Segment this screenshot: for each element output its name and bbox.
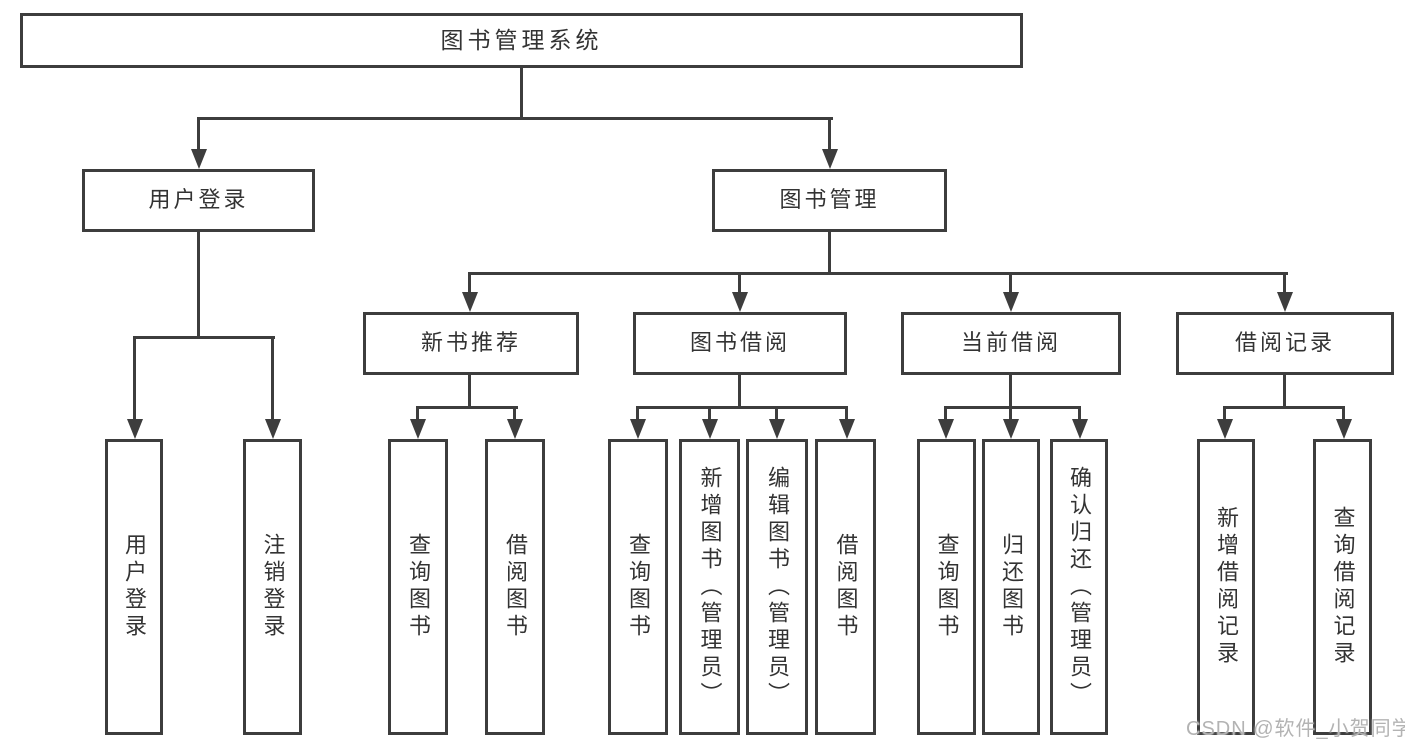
node-user-login: 用户登录 xyxy=(82,169,315,232)
arrow-down-icon xyxy=(127,419,143,439)
node-book-borrowing: 图书借阅 xyxy=(633,312,847,375)
arrow-down-icon xyxy=(822,149,838,169)
leaf-borrow-books-recommend: 借阅图书 xyxy=(485,439,545,735)
connector-line xyxy=(1078,406,1081,420)
leaf-add-books-admin-label: 新增图书（管理员） xyxy=(697,465,723,709)
arrow-down-icon xyxy=(1003,419,1019,439)
leaf-logout: 注销登录 xyxy=(243,439,302,735)
connector-line xyxy=(828,117,831,151)
leaf-add-borrow-record-label: 新增借阅记录 xyxy=(1214,506,1239,668)
connector-line xyxy=(828,232,831,275)
arrow-down-icon xyxy=(462,292,478,312)
connector-line xyxy=(738,272,741,294)
arrow-down-icon xyxy=(1277,292,1293,312)
connector-line xyxy=(197,117,833,120)
connector-line xyxy=(520,68,523,120)
leaf-borrow-books-recommend-label: 借阅图书 xyxy=(503,533,528,641)
connector-line xyxy=(636,406,848,409)
leaf-confirm-return-admin: 确认归还（管理员） xyxy=(1050,439,1108,735)
connector-line xyxy=(1283,375,1286,409)
connector-line xyxy=(416,406,419,420)
connector-line xyxy=(271,336,274,421)
leaf-query-books-recommend: 查询图书 xyxy=(388,439,448,735)
connector-line xyxy=(1009,406,1012,420)
connector-line xyxy=(775,406,778,420)
leaf-confirm-return-admin-label: 确认归还（管理员） xyxy=(1067,465,1092,709)
leaf-edit-books-admin: 编辑图书（管理员） xyxy=(746,439,808,735)
node-root-label: 图书管理系统 xyxy=(440,26,603,53)
arrow-down-icon xyxy=(1072,419,1088,439)
leaf-query-books-borrowing: 查询图书 xyxy=(608,439,668,735)
arrow-down-icon xyxy=(769,419,785,439)
connector-line xyxy=(1223,406,1345,409)
leaf-query-borrow-record: 查询借阅记录 xyxy=(1313,439,1372,735)
arrow-down-icon xyxy=(265,419,281,439)
connector-line xyxy=(468,272,1288,275)
arrow-down-icon xyxy=(702,419,718,439)
connector-line xyxy=(468,375,471,409)
connector-line xyxy=(944,406,1081,409)
arrow-down-icon xyxy=(191,149,207,169)
node-current-borrowing-label: 当前借阅 xyxy=(960,330,1061,356)
leaf-query-books-recommend-label: 查询图书 xyxy=(406,533,431,641)
connector-line xyxy=(513,406,516,420)
node-borrow-records-label: 借阅记录 xyxy=(1234,330,1335,356)
leaf-logout-label: 注销登录 xyxy=(260,533,286,641)
leaf-return-books-label: 归还图书 xyxy=(999,533,1024,641)
connector-line xyxy=(1009,375,1012,409)
arrow-down-icon xyxy=(1217,419,1233,439)
arrow-down-icon xyxy=(630,419,646,439)
connector-line xyxy=(133,336,136,421)
connector-line xyxy=(1223,406,1226,420)
connector-line xyxy=(1283,272,1286,294)
node-borrow-records: 借阅记录 xyxy=(1176,312,1394,375)
leaf-user-login: 用户登录 xyxy=(105,439,163,735)
connector-line xyxy=(197,232,200,339)
arrow-down-icon xyxy=(938,419,954,439)
arrow-down-icon xyxy=(410,419,426,439)
node-book-borrowing-label: 图书借阅 xyxy=(689,330,790,356)
connector-line xyxy=(416,406,518,409)
leaf-add-borrow-record: 新增借阅记录 xyxy=(1197,439,1255,735)
leaf-query-books-current-label: 查询图书 xyxy=(934,533,960,641)
leaf-borrow-books-borrowing-label: 借阅图书 xyxy=(833,533,859,641)
leaf-return-books: 归还图书 xyxy=(982,439,1040,735)
connector-line xyxy=(738,375,741,409)
node-book-management-label: 图书管理 xyxy=(779,187,880,213)
connector-line xyxy=(197,117,200,151)
arrow-down-icon xyxy=(1003,292,1019,312)
arrow-down-icon xyxy=(839,419,855,439)
arrow-down-icon xyxy=(732,292,748,312)
connector-line xyxy=(708,406,711,420)
node-new-book-recommend: 新书推荐 xyxy=(363,312,579,375)
leaf-edit-books-admin-label: 编辑图书（管理员） xyxy=(765,465,790,709)
connector-line xyxy=(636,406,639,420)
leaf-borrow-books-borrowing: 借阅图书 xyxy=(815,439,876,735)
leaf-user-login-label: 用户登录 xyxy=(122,533,147,641)
arrow-down-icon xyxy=(507,419,523,439)
connector-line xyxy=(845,406,848,420)
node-book-management: 图书管理 xyxy=(712,169,947,232)
connector-line xyxy=(1342,406,1345,420)
leaf-add-books-admin: 新增图书（管理员） xyxy=(679,439,740,735)
csdn-watermark: CSDN @软件_小贺同学 xyxy=(1186,718,1405,740)
arrow-down-icon xyxy=(1336,419,1352,439)
connector-line xyxy=(944,406,947,420)
connector-line xyxy=(468,272,471,294)
node-new-book-recommend-label: 新书推荐 xyxy=(420,330,521,356)
leaf-query-books-borrowing-label: 查询图书 xyxy=(626,533,651,641)
leaf-query-books-current: 查询图书 xyxy=(917,439,976,735)
node-user-login-label: 用户登录 xyxy=(148,187,249,213)
node-current-borrowing: 当前借阅 xyxy=(901,312,1121,375)
leaf-query-borrow-record-label: 查询借阅记录 xyxy=(1330,506,1356,668)
node-root: 图书管理系统 xyxy=(20,13,1023,68)
connector-line xyxy=(1009,272,1012,294)
connector-line xyxy=(133,336,275,339)
